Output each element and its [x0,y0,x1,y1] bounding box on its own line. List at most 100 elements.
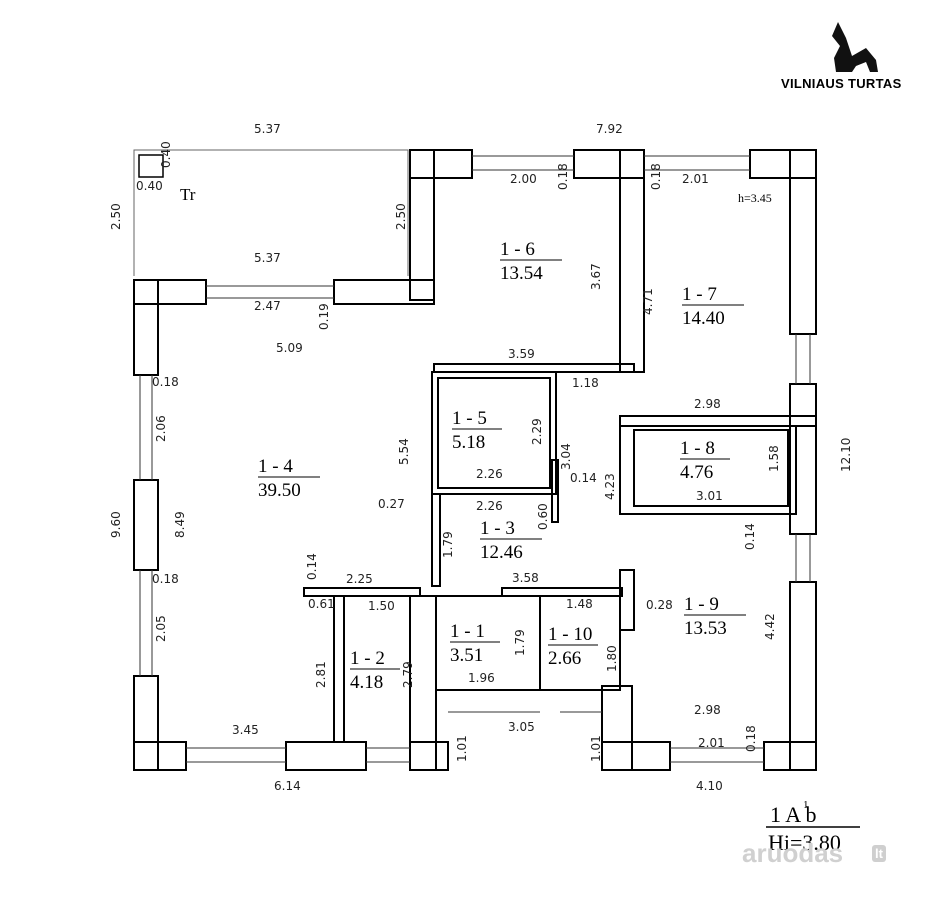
wall-segment [133,279,207,305]
room-area: 4.18 [350,672,383,693]
dimension-label: 0.18 [744,725,758,752]
dimension-label: 0.18 [152,572,179,586]
brand-name: VILNIAUS TURTAS [781,76,902,91]
ceiling-height-note: h=3.45 [738,191,772,205]
wall-segment [633,429,789,507]
dimension-label: 0.18 [556,163,570,190]
stamp-line2: Hi=3.80 [768,830,841,855]
wall-segment [133,741,187,771]
room-id: 1 - 7 [682,284,717,305]
dimension-label: 0.18 [152,375,179,389]
room-id: 1 - 1 [450,621,485,642]
wall-segment [539,595,621,691]
dimension-label: 3.05 [508,720,535,734]
room-id: 1 - 2 [350,648,385,669]
dimension-label: 2.29 [530,418,544,445]
dimension-label: 1.79 [513,629,527,656]
dimension-label: 5.37 [254,122,281,136]
wall-segment [303,587,421,597]
wall-segment [431,371,557,495]
wall-segment [619,425,797,515]
room-id: 1 - 9 [684,594,719,615]
room-area: 39.50 [258,480,301,501]
dimension-label: 0.61 [308,597,335,611]
dimension-label: 2.06 [154,415,168,442]
watermark-suffix: lt [872,845,886,862]
room-id: 1 - 6 [500,239,535,260]
wall-segment [601,685,633,771]
room-labels: 1 - 13.511 - 24.181 - 312.461 - 439.501 … [258,239,746,693]
wall-segment [601,741,671,771]
dimension-label: 4.23 [603,473,617,500]
dimension-label: 0.18 [649,163,663,190]
wall-segment [551,459,559,523]
room-id: 1 - 3 [480,518,515,539]
dimension-label: 1.01 [455,735,469,762]
wall-segment [501,587,623,597]
wall-segment [789,581,817,771]
wall-segment [437,377,551,489]
dimension-label: 2.50 [109,203,123,230]
dimension-label: 2.79 [401,661,415,688]
dimension-label: 3.59 [508,347,535,361]
dimension-label: 1.01 [589,735,603,762]
dimension-label: 5.37 [254,251,281,265]
dimension-label: 4.42 [763,613,777,640]
dimension-label: 0.60 [536,503,550,530]
dimension-label: 0.14 [743,523,757,550]
dimension-label: 8.49 [173,511,187,538]
dimension-label: 2.00 [510,172,537,186]
wall-segment [431,493,441,587]
watermark: aruodas [742,838,844,868]
wall-segment [619,415,817,427]
stamp-line1: 1 A b [770,802,816,827]
wall-segment [133,279,159,376]
dimension-label: 5.54 [397,438,411,465]
dimension-label: 3.67 [589,263,603,290]
room-area: 5.18 [452,432,485,453]
dimension-label: 2.47 [254,299,281,313]
room-area: 3.51 [450,645,483,666]
chimney [138,154,164,178]
room-area: 14.40 [682,308,725,329]
terrace-label: Tr [180,185,196,204]
wall-segment [433,363,635,373]
dimension-label: 2.05 [154,615,168,642]
dimension-label: 7.92 [596,122,623,136]
dimension-label: 0.28 [646,598,673,612]
dimension-label: 2.98 [694,397,721,411]
dimension-label: 2.25 [346,572,373,586]
wall-segment [133,675,159,771]
room-id: 1 - 8 [680,438,715,459]
wall-segment [789,383,817,535]
room-area: 13.54 [500,263,543,284]
dimension-label: 2.01 [698,736,725,750]
room-area: 12.46 [480,542,523,563]
dimension-label: 3.01 [696,489,723,503]
dimension-label: 1.96 [468,671,495,685]
dimension-label: 0.14 [305,553,319,580]
dimension-label: 1.48 [566,597,593,611]
dimension-label: 9.60 [109,511,123,538]
windows [139,155,811,763]
dimension-label: 4.10 [696,779,723,793]
dimension-label: 2.26 [476,467,503,481]
dimension-label: 1.18 [572,376,599,390]
room-id: 1 - 5 [452,408,487,429]
wall-segment [409,149,435,301]
dimension-label: 1.80 [605,645,619,672]
stamp-superscript: 1 [803,799,809,811]
dimension-label: 2.81 [314,661,328,688]
wolf-logo-icon [832,22,878,72]
dimension-label: 3.45 [232,723,259,737]
wall-segment [333,595,345,743]
wall-segment [409,741,449,771]
dimension-label: 2.50 [394,203,408,230]
dimension-label: 3.04 [559,443,573,470]
room-id: 1 - 10 [548,624,592,645]
dimension-label: 0.40 [159,141,173,168]
room-area: 2.66 [548,648,581,669]
dimension-label: 1.79 [441,531,455,558]
